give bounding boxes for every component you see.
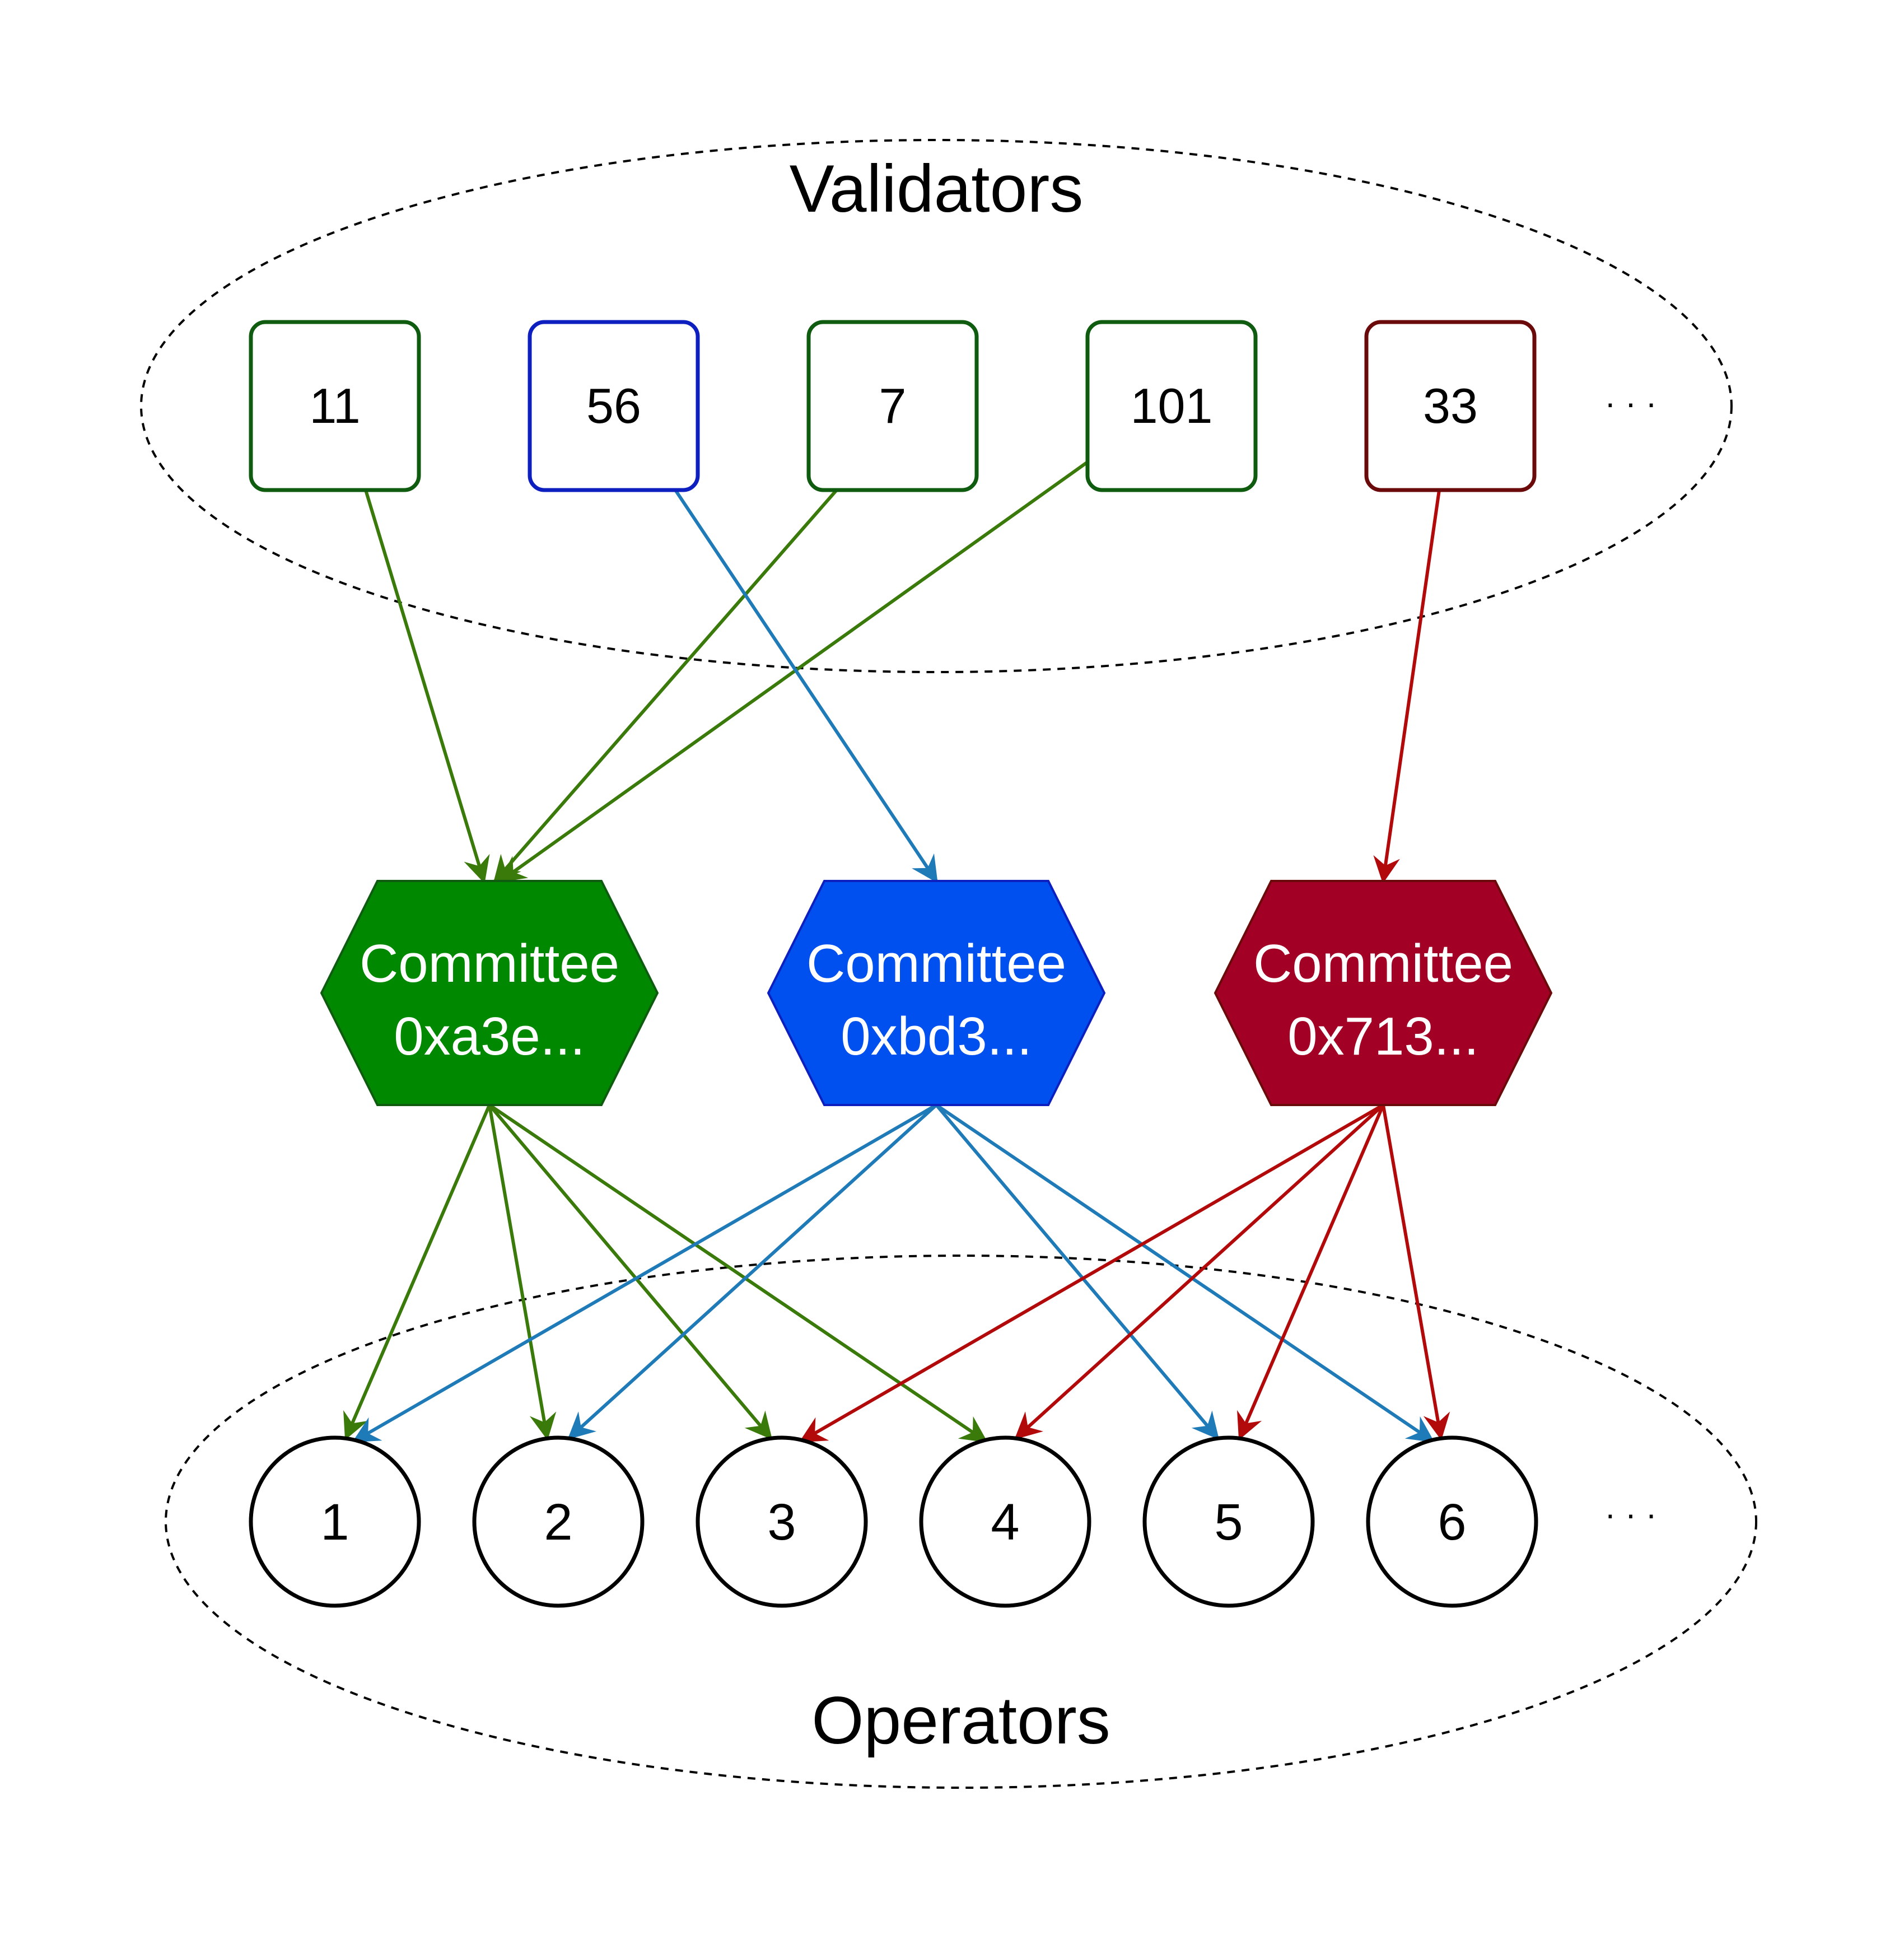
validators-ellipsis: · · · [1604,384,1656,422]
committee-title: Committee [360,934,619,994]
edge-v33-to-c713 [1373,489,1441,884]
validator-node-11[interactable]: 11 [249,320,421,492]
operators-group-label: Operators [811,1683,1110,1758]
validator-box [806,320,979,492]
edge-ca3e-to-op4 [488,1103,988,1443]
committee-title: Committee [1253,934,1513,994]
operator-label: 5 [1214,1494,1243,1551]
operator-circle [1366,1435,1538,1608]
validator-box [528,320,700,492]
validators-layer: 11 56 7 101 33 [249,320,1537,492]
operator-node-3[interactable]: 3 [696,1435,868,1608]
committee-id: 0xbd3... [841,1006,1032,1066]
operator-node-5[interactable]: 5 [1142,1435,1315,1608]
operator-circle [1142,1435,1315,1608]
edge-ca3e-to-op2 [488,1104,557,1440]
operator-circle [919,1435,1091,1608]
operators-group-outline [165,1255,1757,1789]
edge-ca3e-to-op3 [488,1104,773,1440]
operator-label: 1 [320,1494,349,1551]
committee-node-c713[interactable]: Committee 0x713... [1214,880,1553,1106]
validator-box [1085,320,1258,492]
committee-hexagon [767,880,1106,1106]
validator-label: 101 [1131,378,1213,433]
edge-ca3e-to-op1 [343,1104,491,1440]
edge-v11-to-ca3e [364,489,490,884]
operator-circle [696,1435,868,1608]
validator-label: 56 [586,378,641,433]
committee-hexagon [320,880,659,1106]
edge-v101-to-ca3e [498,460,1089,883]
edge-c713-to-op3 [799,1103,1384,1443]
validator-label: 11 [309,378,360,433]
operator-label: 4 [991,1494,1019,1551]
edge-cbd3-to-op2 [567,1103,938,1440]
validator-label: 7 [879,378,907,433]
committees-layer: Committee0xa3e...Committee0xbd3...Commit… [320,880,1553,1106]
edge-cbd3-to-op6 [935,1103,1435,1443]
edge-cbd3-to-op5 [935,1104,1220,1440]
validators-group-outline [140,139,1733,673]
operators-layer: 1 2 3 4 5 6 [249,1435,1538,1608]
edge-v56-to-cbd3 [674,489,938,883]
operator-label: 3 [767,1494,796,1551]
committee-node-ca3e[interactable]: Committee 0xa3e... [320,880,659,1106]
validator-box [1364,320,1537,492]
committee-title: Committee [806,934,1066,994]
operator-node-1[interactable]: 1 [249,1435,421,1608]
committee-hexagon [1214,880,1553,1106]
edge-c713-to-op6 [1382,1104,1450,1440]
validators-group-label: Validators [790,151,1084,226]
operator-node-2[interactable]: 2 [472,1435,645,1608]
validator-node-56[interactable]: 56 [528,320,700,492]
edges-layer [343,460,1450,1443]
edge-v7-to-ca3e [493,489,838,883]
operator-label: 2 [544,1494,572,1551]
operator-label: 6 [1438,1494,1466,1551]
committee-id: 0x713... [1287,1006,1479,1066]
operators-ellipsis: · · · [1604,1495,1656,1533]
validator-box [249,320,421,492]
validator-node-33[interactable]: 33 [1364,320,1537,492]
validator-label: 33 [1423,378,1478,433]
operator-circle [249,1435,421,1608]
operator-node-6[interactable]: 6 [1366,1435,1538,1608]
operator-circle [472,1435,645,1608]
validator-node-101[interactable]: 101 [1085,320,1258,492]
operator-node-4[interactable]: 4 [919,1435,1091,1608]
committee-id: 0xa3e... [394,1006,585,1066]
committee-node-cbd3[interactable]: Committee 0xbd3... [767,880,1106,1106]
edge-cbd3-to-op1 [352,1103,937,1443]
edge-c713-to-op5 [1237,1104,1385,1440]
edge-c713-to-op4 [1014,1103,1385,1440]
validator-node-7[interactable]: 7 [806,320,979,492]
